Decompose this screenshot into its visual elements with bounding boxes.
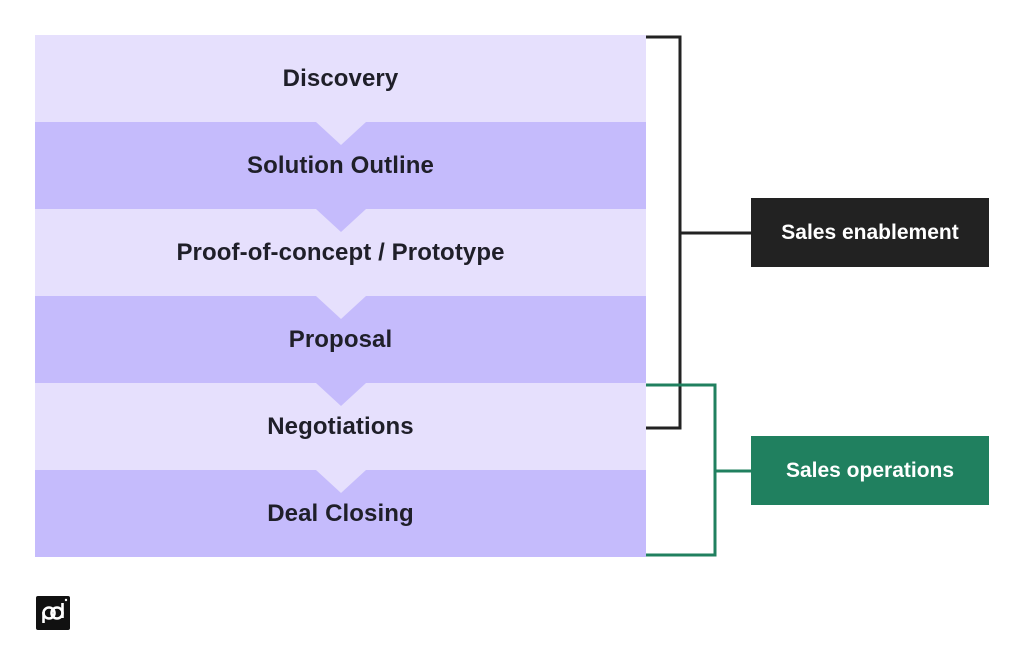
sales-operations-label: Sales operations	[751, 436, 989, 505]
enablement-bracket	[646, 35, 751, 430]
stage-proposal: Proposal	[35, 296, 646, 383]
stage-label: Discovery	[282, 64, 399, 92]
down-arrow-icon	[315, 209, 366, 232]
stage-label: Proposal	[288, 325, 393, 353]
stage-label: Solution Outline	[247, 151, 434, 179]
sales-enablement-label: Sales enablement	[751, 198, 989, 267]
stage-solution-outline: Solution Outline	[35, 122, 646, 209]
down-arrow-icon	[315, 296, 366, 319]
down-arrow-icon	[315, 122, 366, 145]
stage-label: Proof-of-concept / Prototype	[176, 238, 505, 266]
stage-negotiations: Negotiations	[35, 383, 646, 470]
stage-label: Deal Closing	[267, 499, 414, 527]
pd-logo-icon	[36, 596, 70, 630]
stage-proof-of-concept: Proof-of-concept / Prototype	[35, 209, 646, 296]
stage-deal-closing: Deal Closing	[35, 470, 646, 557]
stage-label: Negotiations	[267, 412, 414, 440]
down-arrow-icon	[315, 383, 366, 406]
stage-discovery: Discovery	[35, 35, 646, 122]
down-arrow-icon	[315, 470, 366, 493]
operations-bracket	[646, 383, 751, 557]
